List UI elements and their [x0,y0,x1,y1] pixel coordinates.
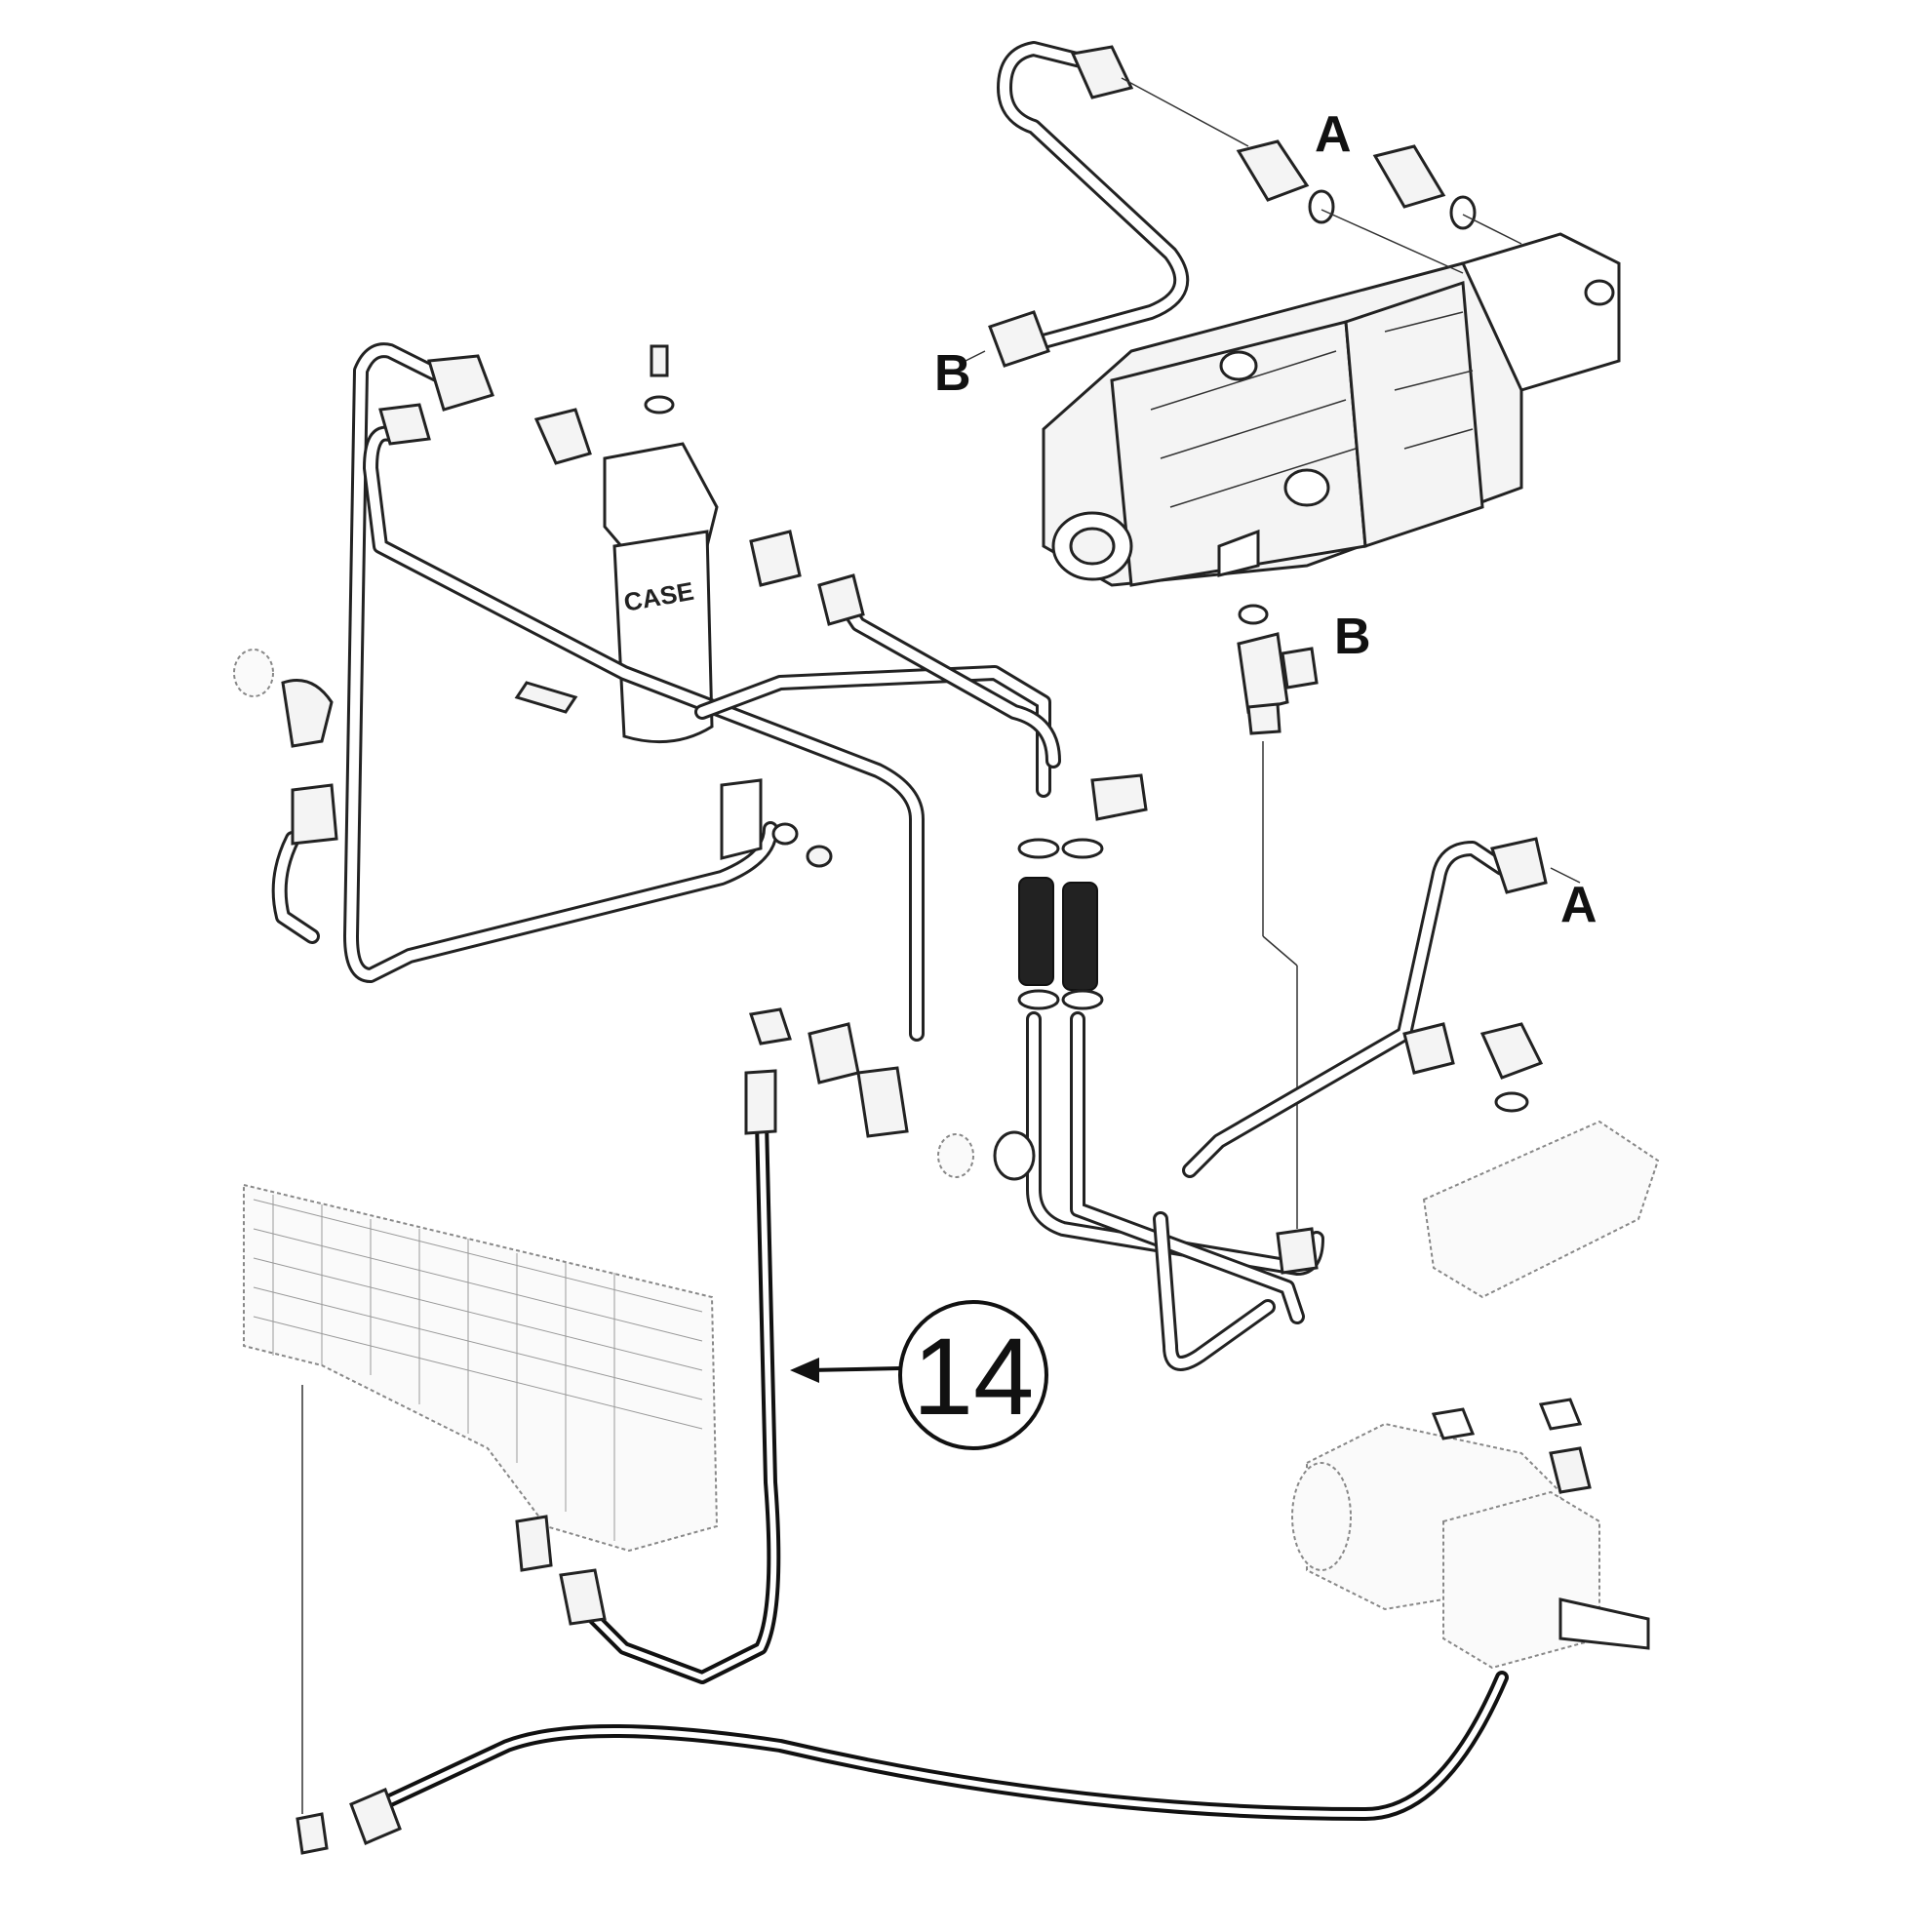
lower-hose [296,1671,1509,1855]
port-label-b-tee: B [1334,609,1371,665]
lower-return-tubes [1026,1011,1324,1371]
hydraulic-pump [1042,232,1621,587]
callout-14: 14 [790,1300,1048,1450]
steering-unit [1291,1398,1650,1670]
pipe-port-a-right [1182,837,1581,1178]
port-label-a-right: A [1560,877,1597,933]
tee-fitting-b [1237,604,1319,1229]
hydraulic-hose-14[interactable] [559,1069,781,1684]
upper-pipe-b [965,41,1249,368]
port-label-b-top: B [934,345,971,402]
center-fittings [749,1007,1036,1181]
filter-outlet-pipe [749,530,1148,821]
pump-fittings-a [1236,139,1522,274]
port-label-a-top: A [1315,106,1352,163]
filter-bracket [514,681,833,868]
callout-number: 14 [913,1316,1035,1438]
radiator [243,1183,719,1814]
control-valve [1422,1022,1660,1299]
left-elbow-fittings [233,649,338,846]
hose-couplers [1017,838,1104,1010]
